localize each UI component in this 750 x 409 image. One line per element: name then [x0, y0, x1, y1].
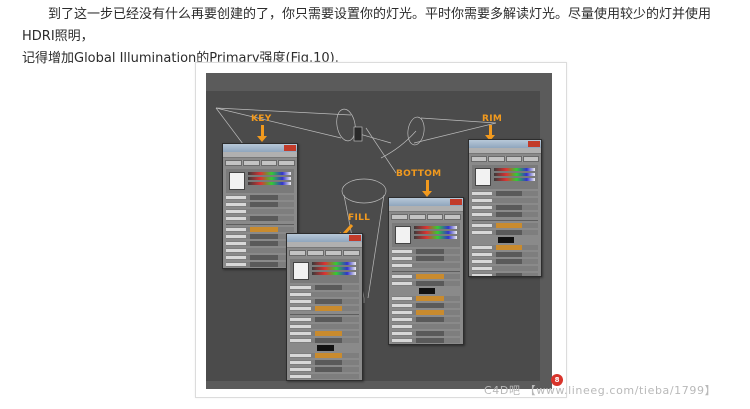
key-light-cone [336, 108, 356, 142]
arrow-bottom-shaft [426, 180, 429, 192]
fill-light-ellipse [341, 178, 387, 204]
window-close-icon[interactable] [284, 145, 296, 151]
callout-key: KEY [251, 114, 272, 124]
window-menubar[interactable] [389, 206, 463, 212]
arrow-bottom-head [422, 191, 432, 197]
key-light-line-top [215, 107, 352, 116]
key-light-attributes-window[interactable] [222, 143, 298, 269]
rim-light-line-top [420, 117, 497, 124]
viewport-top-bar [206, 73, 552, 91]
fill-light-attributes-window[interactable] [286, 233, 363, 381]
window-tabs[interactable] [471, 156, 539, 162]
window-tabs[interactable] [289, 250, 360, 256]
arrow-rim-shaft [489, 125, 492, 136]
color-picker[interactable] [472, 165, 538, 189]
viewport-right-bar [540, 73, 552, 389]
rim-light-cone [407, 116, 425, 146]
article-paragraph: 到了这一步已经没有什么再要创建的了，你只需要设置你的灯光。平时你需要多解读灯光。… [22, 4, 740, 70]
window-close-icon[interactable] [528, 141, 540, 147]
window-titlebar[interactable] [389, 198, 463, 206]
rim-light-line-bottom [413, 122, 497, 144]
callout-rim: RIM [482, 114, 503, 124]
window-menubar[interactable] [287, 242, 362, 248]
window-titlebar[interactable] [469, 140, 541, 148]
watermark: C4D吧 【www.lineeg.com/tieba/1799】 [484, 384, 717, 397]
viewport-bottom-bar [206, 381, 552, 389]
arrow-rim-head [485, 135, 495, 141]
center-line-b [365, 127, 397, 174]
scene-object [353, 126, 363, 142]
color-picker[interactable] [226, 169, 294, 193]
callout-fill: FILL [348, 213, 371, 223]
cinema4d-viewport: KEY RIM BOTTOM FILL [206, 73, 552, 389]
window-titlebar[interactable] [223, 144, 297, 152]
key-light-line-down [215, 107, 247, 149]
rim-light-attributes-window[interactable] [468, 139, 542, 277]
window-tabs[interactable] [225, 160, 295, 166]
window-titlebar[interactable] [287, 234, 362, 242]
color-picker[interactable] [290, 259, 359, 283]
bottom-light-attributes-window[interactable] [388, 197, 464, 345]
color-picker[interactable] [392, 223, 460, 247]
figure-badge-icon: 8 [551, 374, 563, 386]
paragraph-line-1: 到了这一步已经没有什么再要创建的了，你只需要设置你的灯光。平时你需要多解读灯光。… [22, 7, 712, 44]
rim-light-curve [380, 130, 417, 159]
key-light-line-bottom [215, 107, 342, 139]
arrow-key-shaft [261, 125, 264, 137]
window-tabs[interactable] [391, 214, 461, 220]
callout-bottom: BOTTOM [396, 169, 442, 179]
fill-light-line-right [367, 194, 385, 299]
window-close-icon[interactable] [349, 235, 361, 241]
window-menubar[interactable] [469, 148, 541, 154]
window-close-icon[interactable] [450, 199, 462, 205]
arrow-key-head [257, 136, 267, 142]
window-menubar[interactable] [223, 152, 297, 158]
figure-frame: KEY RIM BOTTOM FILL [195, 62, 567, 398]
